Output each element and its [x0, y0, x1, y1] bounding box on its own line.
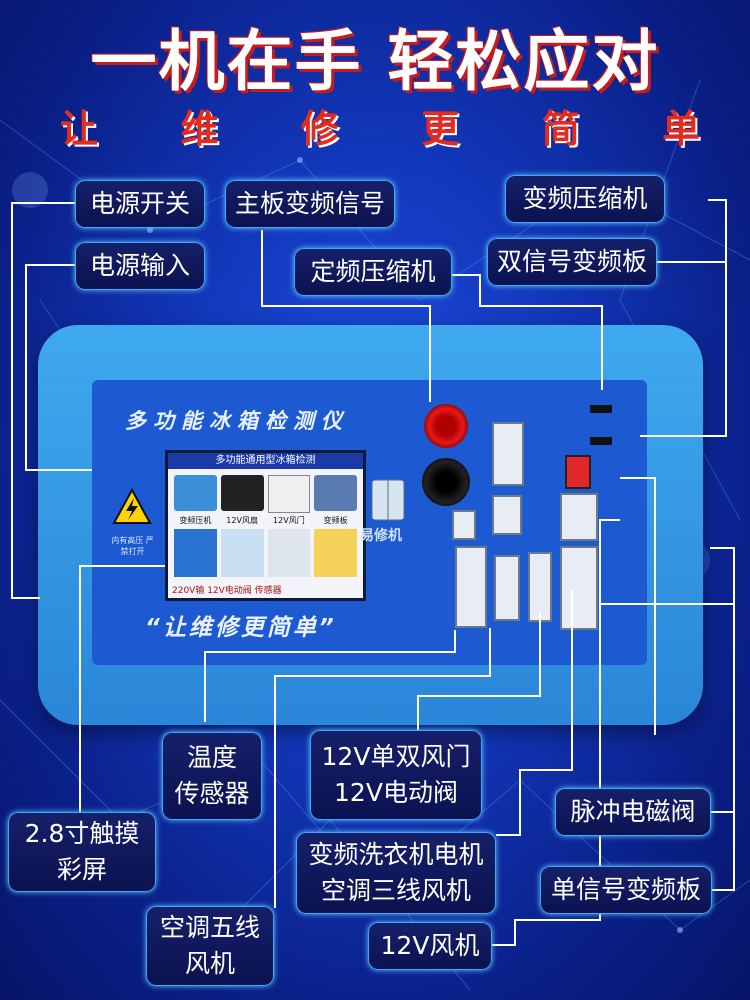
connector-port[interactable]	[455, 546, 487, 628]
label-pulse-valve: 脉冲电磁阀	[555, 788, 711, 836]
screen-tile-icon[interactable]	[267, 475, 311, 513]
subheadline-char: 修	[300, 107, 339, 151]
screen-footer: 220V输 12V电动阀 传感器	[172, 586, 282, 596]
connector-port[interactable]	[492, 495, 522, 535]
screen-tile-icon[interactable]	[174, 529, 217, 577]
subheadline: 让 维 修 更 简 单	[60, 98, 700, 153]
device-slogan: “让维修更简单”	[145, 615, 337, 641]
screen-tile-icon[interactable]	[220, 475, 264, 511]
screen-item-label: 变频板	[323, 516, 348, 525]
screen-item-label: 变频压机	[179, 516, 212, 525]
label-dual-signal-board: 双信号变频板	[487, 238, 657, 286]
connector-port[interactable]	[492, 422, 524, 486]
connector-port[interactable]	[560, 546, 598, 630]
headline: 一机在手 轻松应对	[90, 23, 660, 100]
label-ac-five-wire: 空调五线 风机	[146, 906, 274, 986]
label-12v-fan: 12V风机	[368, 922, 492, 970]
brand-name: 易修机	[360, 528, 402, 544]
connector-port[interactable]	[452, 510, 476, 540]
label-power-input: 电源输入	[75, 242, 205, 290]
subheadline-char: 维	[180, 107, 219, 151]
label-washer-motor: 变频洗衣机电机 空调三线风机	[296, 832, 496, 914]
subheadline-char: 让	[60, 107, 99, 151]
warning-icon	[112, 488, 152, 524]
touch-screen-display[interactable]: 多功能通用型冰箱检测 变频压机 12V风扇 12V风门 变频板 220V输 12…	[165, 450, 366, 601]
fridge-icon	[371, 479, 405, 521]
screen-title: 多功能通用型冰箱检测	[168, 453, 363, 469]
label-damper-valve: 12V单双风门 12V电动阀	[310, 730, 482, 820]
screen-tile-icon[interactable]	[174, 475, 217, 511]
connector-port[interactable]	[560, 493, 598, 541]
screen-tile-icon[interactable]	[220, 529, 264, 577]
screen-item-label: 12V风门	[273, 516, 305, 525]
red-test-terminal[interactable]	[424, 404, 468, 448]
black-test-terminal[interactable]	[422, 458, 470, 506]
subheadline-char: 单	[661, 107, 700, 151]
fuse-terminal[interactable]	[590, 405, 612, 413]
warning-text: 内有高压 严禁打开	[111, 536, 154, 556]
connector-port[interactable]	[528, 552, 552, 622]
label-power-switch: 电源开关	[75, 180, 205, 228]
label-fixed-compressor: 定频压缩机	[294, 248, 452, 296]
subheadline-char: 更	[421, 107, 460, 151]
subheadline-char: 简	[541, 107, 580, 151]
screen-tile-icon[interactable]	[267, 529, 311, 577]
screen-item-label: 12V风扇	[226, 516, 258, 525]
label-mainboard-signal: 主板变频信号	[225, 180, 395, 228]
fuse-terminal[interactable]	[590, 437, 612, 445]
power-switch-red[interactable]	[565, 455, 591, 489]
label-temp-sensor: 温度 传感器	[162, 732, 262, 820]
label-inverter-compressor: 变频压缩机	[505, 175, 665, 223]
label-touch-screen: 2.8寸触摸 彩屏	[8, 812, 156, 892]
device-panel-title: 多功能冰箱检测仪	[125, 409, 349, 433]
screen-tile-icon[interactable]	[314, 529, 357, 577]
label-single-signal-board: 单信号变频板	[540, 866, 712, 914]
connector-port[interactable]	[494, 555, 520, 621]
screen-tile-icon[interactable]	[314, 475, 357, 511]
